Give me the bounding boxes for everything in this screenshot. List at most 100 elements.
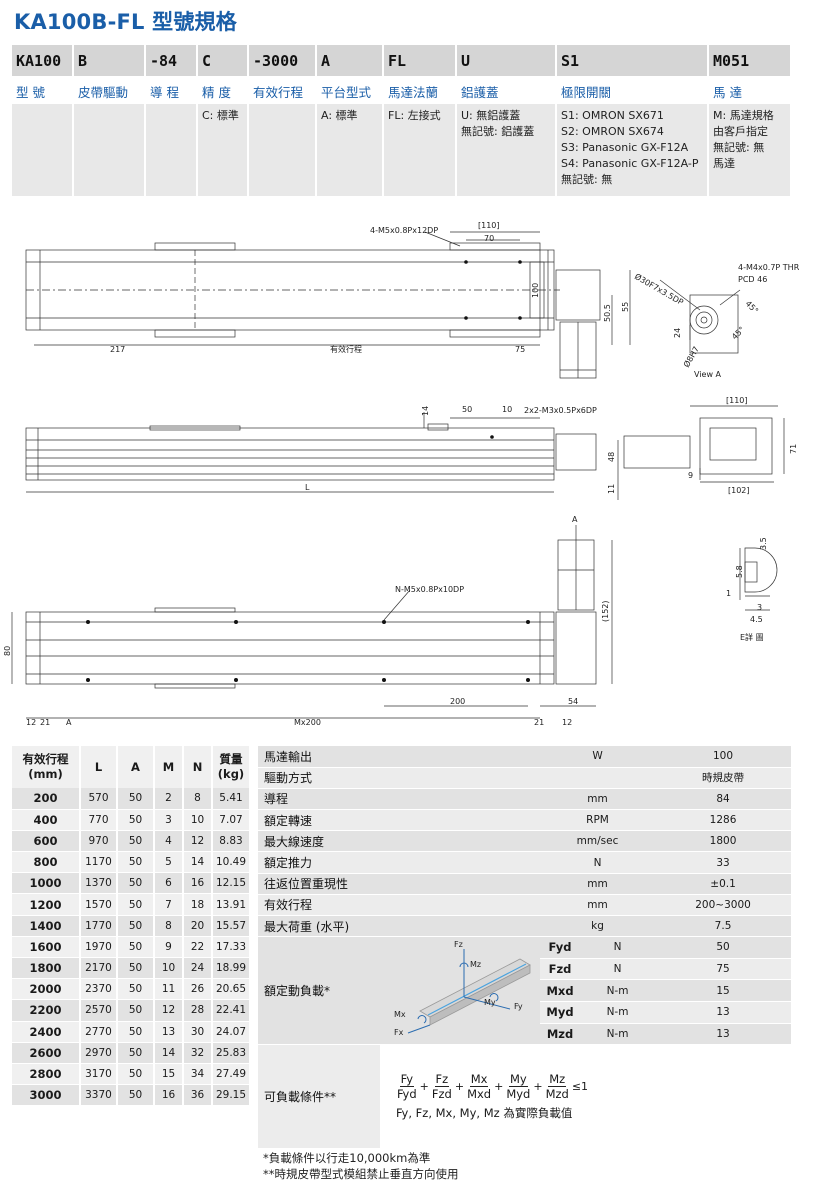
table-cell: 50	[117, 936, 155, 959]
denominator: Myd	[506, 1087, 531, 1102]
table-cell: 22	[183, 936, 213, 959]
dim-label: PCD 46	[738, 275, 767, 284]
bottom-view-holes	[86, 260, 530, 682]
code-cell: FL	[383, 45, 457, 76]
plus-sign: +	[419, 1080, 429, 1094]
load-key: Fyd	[540, 936, 581, 959]
dim-label: 100	[531, 283, 540, 298]
table-cell: 34	[183, 1063, 213, 1086]
denominator: Fzd	[431, 1087, 452, 1102]
table-cell: 36	[183, 1084, 213, 1107]
desc-line: S2: OMRON SX674	[561, 125, 664, 138]
side-view-labels: 14 50 10 2x2-M3x0.5Px6DP 48 11 L	[305, 405, 616, 494]
desc-cell: A: 標準	[316, 104, 384, 196]
table-cell: 25.83	[212, 1042, 251, 1064]
detail-e-labels: 3.5 5.8 1 3 4.5 E詳 圖	[726, 537, 768, 642]
table-cell: 14	[154, 1042, 184, 1064]
header-weight: 質量(kg)	[212, 746, 251, 788]
code-cell: -3000	[248, 45, 317, 76]
name-cell: 導 程	[145, 76, 198, 104]
table-cell: 2170	[80, 957, 118, 980]
table-cell: 22.41	[212, 999, 251, 1022]
table-cell: 50	[117, 788, 155, 810]
page-title: KA100B-FL 型號規格	[14, 10, 237, 34]
load-key: Mxd	[540, 979, 581, 1002]
name-cell: 馬達法蘭	[383, 76, 457, 104]
dim-label: Mx200	[294, 718, 321, 727]
table-cell: 9	[154, 936, 184, 959]
spec-value: ±0.1	[655, 873, 792, 895]
code-cell: KA100	[12, 45, 74, 76]
desc-line: A: 標準	[321, 109, 358, 122]
table-cell: 30	[183, 1021, 213, 1043]
table-cell: 20.65	[212, 978, 251, 1001]
dim-label: 有效行程	[330, 344, 362, 354]
spec-label: 馬達輸出	[258, 746, 541, 768]
axis-label: My	[484, 998, 496, 1007]
load-unit: N-m	[580, 1023, 656, 1046]
desc-cell: U: 無鋁護蓋 無記號: 鋁護蓋	[456, 104, 557, 196]
table-cell: 2200	[12, 999, 81, 1022]
model-code-row: KA100 B -84 C -3000 A FL U S1 M051	[12, 45, 792, 76]
spec-label: 導程	[258, 788, 541, 811]
table-cell: 13	[154, 1021, 184, 1043]
table-cell: 1770	[80, 915, 118, 937]
table-cell: 15.57	[212, 915, 251, 937]
table-cell: 24	[183, 957, 213, 980]
table-cell: 2970	[80, 1042, 118, 1064]
table-cell: 27.49	[212, 1063, 251, 1086]
table-cell: 7	[154, 893, 184, 916]
desc-line: 馬達	[713, 157, 735, 170]
dim-label: 21	[40, 718, 50, 727]
table-cell: 50	[117, 915, 155, 937]
table-cell: 10.49	[212, 851, 251, 874]
dim-label: 71	[789, 444, 798, 454]
spec-label: 驅動方式	[258, 767, 541, 789]
header-n: N	[183, 746, 213, 788]
dim-label: A	[66, 718, 72, 727]
spec-unit: W	[540, 746, 656, 768]
desc-cell	[73, 104, 146, 196]
dim-label: [110]	[478, 221, 500, 230]
desc-line: FL: 左接式	[388, 109, 441, 122]
table-cell: 1400	[12, 915, 81, 937]
table-cell: 32	[183, 1042, 213, 1064]
table-cell: 970	[80, 830, 118, 853]
dim-label: 11	[607, 484, 616, 494]
dim-label: 80	[3, 646, 12, 656]
desc-line: C: 標準	[202, 109, 239, 122]
axis-label: Fx	[394, 1028, 404, 1037]
table-cell: 4	[154, 830, 184, 853]
dim-label: 200	[450, 697, 465, 706]
code-cell: C	[197, 45, 249, 76]
desc-line: 由客戶指定	[713, 125, 768, 138]
table-cell: 26	[183, 978, 213, 1001]
spec-value: 200~3000	[655, 894, 792, 917]
dim-label: A	[572, 515, 578, 524]
dim-label: 55	[621, 302, 630, 312]
code-cell: S1	[556, 45, 709, 76]
axis-label: Fy	[514, 1002, 523, 1011]
header-a: A	[117, 746, 155, 788]
table-cell: 1570	[80, 893, 118, 916]
dim-label: 217	[110, 345, 125, 354]
table-cell: 14	[183, 851, 213, 874]
dim-label: [102]	[728, 486, 750, 495]
table-cell: 50	[117, 1042, 155, 1064]
spec-label: 額定推力	[258, 851, 541, 874]
plus-sign: +	[454, 1080, 465, 1094]
dim-label: 50.5	[603, 304, 612, 322]
dim-label: 24	[673, 328, 682, 338]
detail-e-profile	[744, 547, 778, 593]
table-cell: 8.83	[212, 830, 251, 853]
axis-label: Mx	[394, 1010, 406, 1019]
load-key: Fzd	[540, 958, 581, 981]
